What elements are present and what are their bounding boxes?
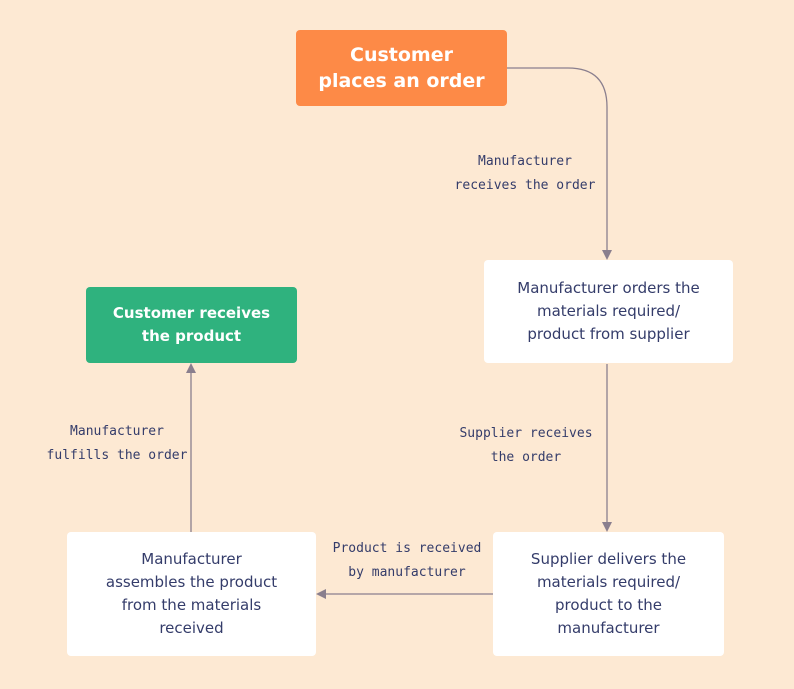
node-label: Customer receives the product [112,304,271,345]
node-manufacturer-orders: Manufacturer orders the materials requir… [484,260,733,363]
node-customer-receives-product: Customer receives the product [86,287,297,363]
node-label: Manufacturer assembles the product from … [105,550,278,637]
node-label: Supplier delivers the materials required… [530,550,687,637]
node-customer-places-order: Customer places an order [296,30,507,106]
connector-start-to-orders [507,67,612,260]
node-label: Customer places an order [318,44,485,92]
edge-label-supplier-receives: Supplier receives the order [459,426,593,465]
edge-label-fulfills-order: Manufacturer fulfills the order [46,424,188,463]
node-manufacturer-assembles: Manufacturer assembles the product from … [67,532,316,656]
edge-label-product-received: Product is received by manufacturer [332,541,482,580]
node-supplier-delivers: Supplier delivers the materials required… [493,532,724,656]
node-label: Manufacturer orders the materials requir… [517,279,700,343]
edge-label-receives-order: Manufacturer receives the order [454,154,596,193]
